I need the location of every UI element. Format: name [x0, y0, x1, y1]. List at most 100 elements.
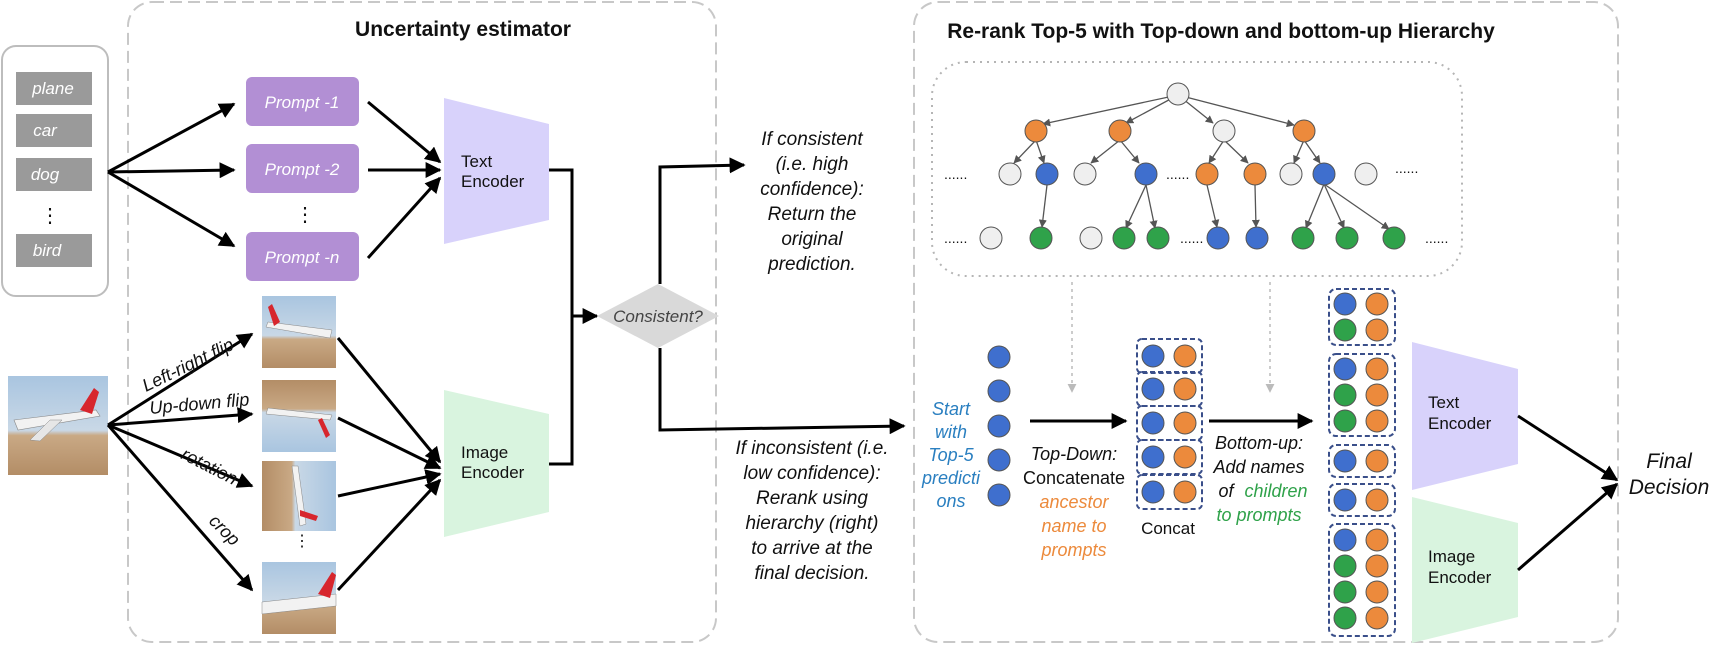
topdown-line-1: Top-Down:	[1031, 444, 1117, 464]
aug-image-left-right-flip	[262, 296, 336, 368]
prompt-box-2	[246, 144, 359, 193]
tree-ellipsis: ......	[944, 166, 967, 182]
inconsistent-line-1: If inconsistent (i.e.	[735, 438, 888, 459]
tree-ellipsis: ......	[1180, 230, 1203, 246]
top5-node	[987, 345, 1011, 369]
encoder-to-consistency-lines	[549, 168, 599, 466]
tree-ellipsis: ......	[1166, 166, 1189, 182]
tree-root-node	[1166, 82, 1190, 106]
prompt-to-encoder-arrows	[366, 100, 442, 260]
consistent-line-3: confidence):	[760, 179, 864, 200]
inconsistent-line-4: hierarchy (right)	[745, 513, 878, 534]
text-encoder-right-label-2: Encoder	[1428, 414, 1492, 433]
tree-node	[1212, 119, 1236, 143]
prompt-boxes: Prompt -1 Prompt -2 ⋮ Prompt -n	[246, 77, 359, 281]
tree-node	[1382, 226, 1406, 250]
consistency-diamond	[597, 284, 719, 348]
final-decision-line-2: Decision	[1629, 476, 1710, 499]
inconsistent-branch-text: If inconsistent (i.e. low confidence): R…	[735, 438, 888, 584]
tree-connector-lines	[1067, 282, 1275, 393]
top5-node	[987, 379, 1011, 403]
class-label-dog: dog	[31, 165, 60, 184]
consistent-line-2: (i.e. high	[776, 154, 849, 175]
text-encoder-left	[444, 98, 549, 244]
input-airplane-image	[8, 376, 108, 475]
tree-node	[1146, 226, 1170, 250]
topdown-line-2: Concatenate	[1023, 468, 1125, 488]
bottomup-group-box	[1328, 444, 1396, 478]
tree-ellipsis: ......	[1425, 230, 1448, 246]
image-encoder-left	[444, 390, 549, 537]
tree-node	[1312, 162, 1336, 186]
tree-node	[1029, 226, 1053, 250]
prompt-label-1: Prompt -1	[265, 93, 340, 112]
concat-pairs	[1136, 338, 1203, 510]
bottomup-group-box	[1328, 353, 1396, 437]
tree-node	[1291, 226, 1315, 250]
consistent-branch-text: If consistent (i.e. high confidence): Re…	[760, 129, 864, 275]
tree-node	[1195, 162, 1219, 186]
uncertainty-estimator-box	[127, 1, 717, 643]
class-label-plane: plane	[31, 79, 74, 98]
consistent-line-5: original	[781, 229, 843, 250]
image-encoder-right-label-2: Encoder	[1428, 568, 1492, 587]
aug-ellipsis: ⋮	[294, 533, 310, 550]
consistent-line-1: If consistent	[761, 129, 863, 150]
tree-node	[1108, 119, 1132, 143]
bottomup-line-2: Add names	[1212, 457, 1304, 477]
uncertainty-estimator-title: Uncertainty estimator	[355, 18, 571, 41]
image-encoder-right	[1412, 497, 1518, 643]
bottomup-line-4: to prompts	[1216, 505, 1301, 525]
tree-ellipsis: ......	[944, 230, 967, 246]
text-encoder-right	[1412, 342, 1518, 490]
tree-node	[1243, 162, 1267, 186]
class-box-dog	[16, 158, 92, 191]
tree-node	[1245, 226, 1269, 250]
image-encoder-left-label-2: Encoder	[461, 463, 525, 482]
tree-ellipsis: ......	[1395, 160, 1418, 176]
aug-label-up-down-flip: Up-down flip	[149, 389, 250, 418]
consistent-line-6: prediction.	[767, 254, 856, 275]
prompt-label-2: Prompt -2	[265, 160, 340, 179]
top5-node	[987, 414, 1011, 438]
inconsistent-line-6: final decision.	[754, 563, 869, 584]
hierarchy-tree-nodes	[979, 82, 1406, 250]
tree-node	[998, 162, 1022, 186]
prompt-label-n: Prompt -n	[265, 248, 340, 267]
top5-column	[987, 345, 1011, 507]
prompt-box-1	[246, 77, 359, 126]
topdown-text: Top-Down: Concatenate ancestor name to p…	[1023, 444, 1125, 560]
aug-image-up-down-flip	[262, 380, 336, 452]
bottomup-group-box	[1328, 483, 1396, 517]
tree-node	[1279, 162, 1303, 186]
consistency-branches	[658, 157, 906, 435]
bottomup-group-box	[1328, 523, 1396, 637]
topdown-line-4: name to	[1041, 516, 1106, 536]
hierarchy-tree-edges	[1013, 94, 1390, 230]
start-line-3: Top-5	[928, 445, 974, 465]
start-line-5: ons	[936, 491, 965, 511]
augmentation-arrows	[106, 332, 254, 592]
bottomup-line-3a: of	[1218, 481, 1235, 501]
class-ellipsis: ⋮	[40, 205, 60, 227]
tree-node	[1134, 162, 1158, 186]
tree-node	[979, 226, 1003, 250]
class-labels: plane car dog ⋮ bird	[16, 72, 92, 267]
bottomup-text: Bottom-up: Add names of children to prom…	[1212, 433, 1307, 525]
tree-ellipses: ...... ...... ...... ...... ...... .....…	[944, 160, 1448, 246]
final-decision-arrows	[1517, 414, 1619, 572]
start-line-1: Start	[932, 399, 971, 419]
tree-node	[1035, 162, 1059, 186]
tree-node	[1112, 226, 1136, 250]
tree-node	[1335, 226, 1359, 250]
tree-node	[1073, 162, 1097, 186]
bottomup-group-box	[1328, 288, 1396, 346]
consistency-label: Consistent?	[613, 307, 703, 326]
concat-label: Concat	[1141, 519, 1195, 538]
inconsistent-line-2: low confidence):	[743, 463, 880, 484]
consistent-line-4: Return the	[768, 204, 857, 225]
start-top5-text: Start with Top-5 predicti ons	[921, 399, 981, 511]
tree-node	[1079, 226, 1103, 250]
aug-image-crop	[261, 562, 337, 634]
